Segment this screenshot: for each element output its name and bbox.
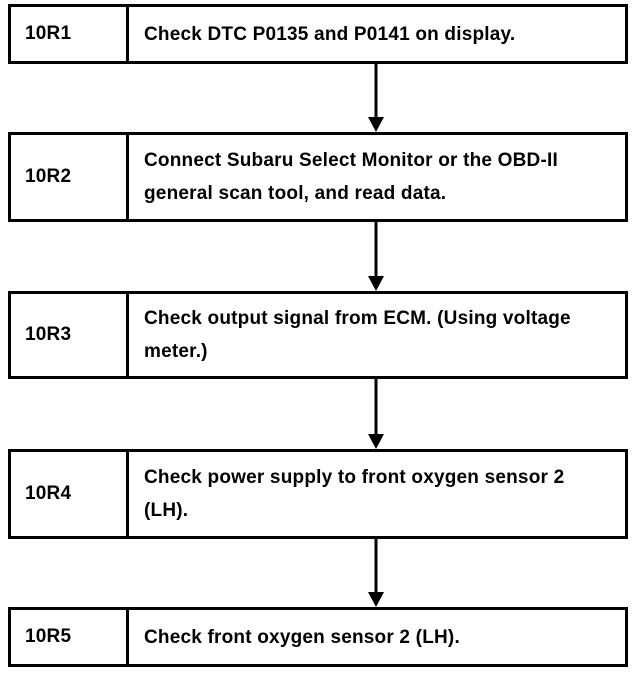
step-text-content: Check front oxygen sensor 2 (LH). (144, 626, 460, 648)
step-text-content: Check power supply to front oxygen senso… (144, 467, 565, 521)
step-id: 10R3 (11, 294, 129, 376)
arrow-10r2-to-10r3 (368, 222, 384, 291)
step-id: 10R4 (11, 452, 129, 536)
arrow-10r4-to-10r5 (368, 539, 384, 607)
step-text: Check front oxygen sensor 2 (LH). (129, 610, 625, 664)
arrow-10r3-to-10r4 (368, 379, 384, 449)
step-text: Check output signal from ECM. (Using vol… (129, 294, 625, 376)
step-10r3: 10R3 Check output signal from ECM. (Usin… (8, 291, 628, 379)
step-id: 10R2 (11, 135, 129, 219)
step-10r1: 10R1 Check DTC P0135 and P0141 on displa… (8, 4, 628, 64)
step-text: Connect Subaru Select Monitor or the OBD… (129, 135, 625, 219)
step-text: Check DTC P0135 and P0141 on display. (129, 7, 625, 61)
step-text: Check power supply to front oxygen senso… (129, 452, 625, 536)
step-text-content: Check output signal from ECM. (Using vol… (144, 308, 571, 362)
step-id: 10R1 (11, 7, 129, 61)
step-id: 10R5 (11, 610, 129, 664)
step-text-content: Connect Subaru Select Monitor or the OBD… (144, 150, 558, 204)
step-10r4: 10R4 Check power supply to front oxygen … (8, 449, 628, 539)
step-10r5: 10R5 Check front oxygen sensor 2 (LH). (8, 607, 628, 667)
arrow-10r1-to-10r2 (368, 64, 384, 132)
step-text-content: Check DTC P0135 and P0141 on display. (144, 23, 516, 45)
step-10r2: 10R2 Connect Subaru Select Monitor or th… (8, 132, 628, 222)
